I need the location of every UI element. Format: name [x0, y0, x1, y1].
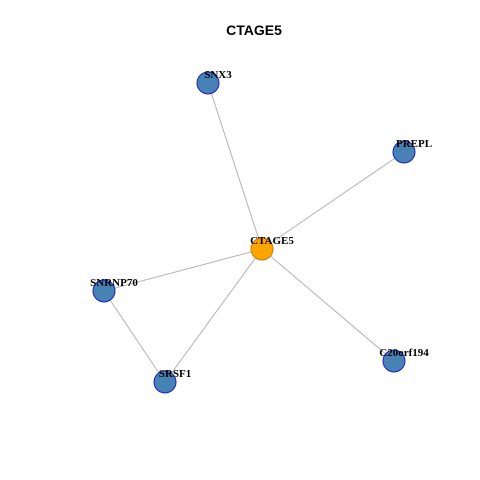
node-ctage5: CTAGE5: [250, 235, 294, 261]
edges-layer: [103, 82, 405, 383]
figure-title: CTAGE5: [226, 22, 282, 38]
node-label-c20orf194: C20orf194: [379, 347, 429, 359]
node-circle-snrnp70: [92, 279, 116, 303]
node-circle-ctage5: [250, 237, 274, 261]
node-label-srsf1: SRSF1: [159, 368, 191, 380]
edge-ctage5-snrnp70: [103, 248, 263, 292]
node-circle-srsf1: [153, 370, 177, 394]
edge-ctage5-snx3: [207, 82, 263, 250]
node-srsf1: SRSF1: [153, 368, 191, 394]
node-label-prepl: PREPL: [396, 138, 432, 150]
node-label-snx3: SNX3: [204, 69, 232, 81]
node-circle-prepl: [392, 140, 416, 164]
edge-snrnp70-srsf1: [103, 290, 166, 383]
node-circle-snx3: [196, 71, 220, 95]
node-snrnp70: SNRNP70: [90, 277, 138, 303]
edge-ctage5-prepl: [261, 151, 405, 250]
node-snx3: SNX3: [196, 69, 232, 95]
node-label-snrnp70: SNRNP70: [90, 277, 138, 289]
node-prepl: PREPL: [392, 138, 432, 164]
edge-ctage5-srsf1: [164, 248, 263, 383]
edge-ctage5-c20orf194: [261, 248, 395, 362]
node-label-ctage5: CTAGE5: [250, 235, 294, 247]
node-circle-c20orf194: [382, 349, 406, 373]
node-c20orf194: C20orf194: [379, 347, 429, 373]
